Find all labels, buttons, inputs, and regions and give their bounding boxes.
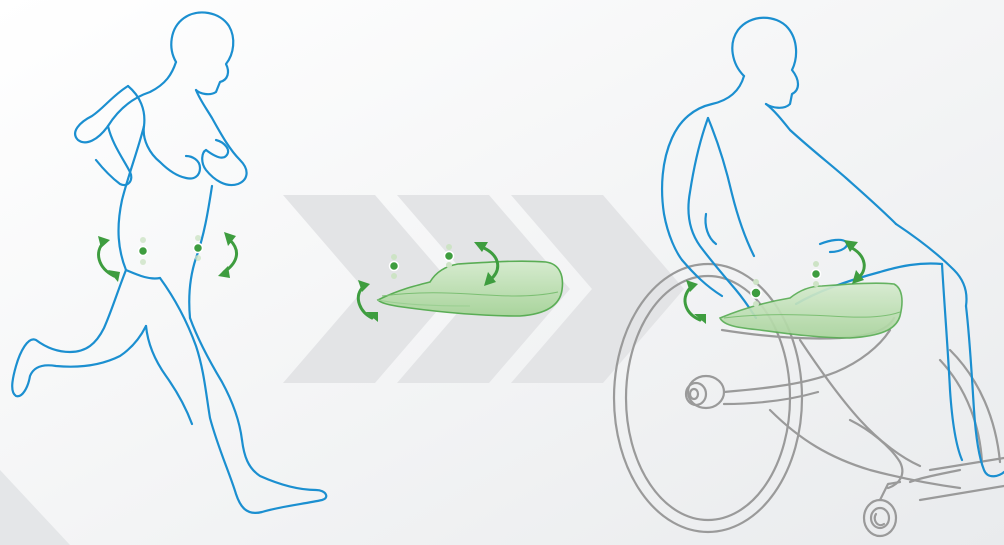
sensor-joint-icon — [390, 262, 399, 271]
sensor-joint-icon — [812, 270, 821, 279]
sensor-joint-icon — [139, 247, 148, 256]
sensor-joint-icon — [751, 288, 761, 298]
sensor-joint-icon — [445, 252, 454, 261]
sensor-joint-icon — [194, 244, 203, 253]
